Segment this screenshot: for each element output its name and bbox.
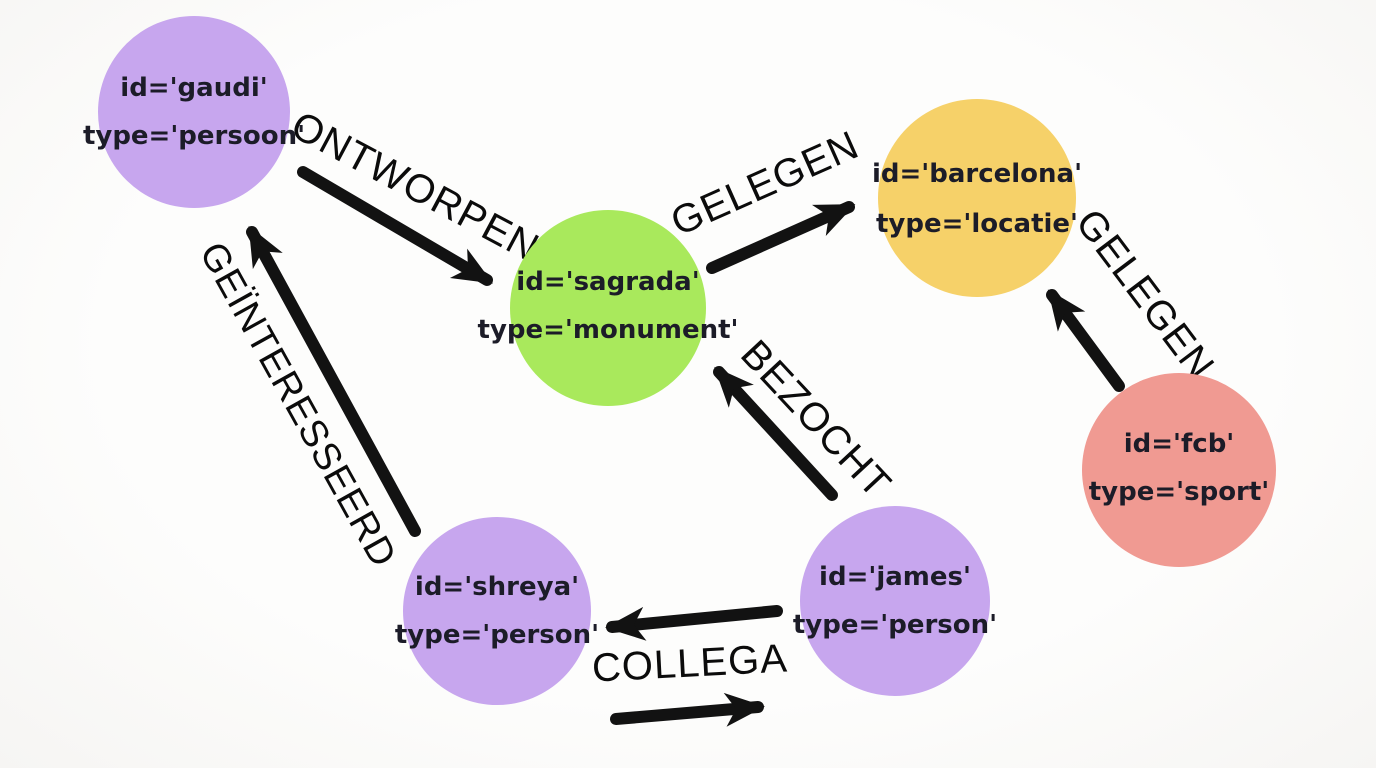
edge-collega-label: COLLEGA — [591, 636, 789, 690]
node-fcb: id='fcb' type='sport' — [1082, 373, 1276, 567]
edge-bezocht-arrow — [713, 366, 838, 501]
node-fcb-id: id='fcb' — [1124, 429, 1235, 459]
edge-gelegen-sagrada-barcelona: GELEGEN — [665, 123, 866, 274]
node-sagrada: id='sagrada' type='monument' — [478, 210, 739, 406]
edge-gelegen-1-label: GELEGEN — [665, 123, 866, 245]
edge-geinteresseerd-label: GEÏNTERESSEERD — [191, 235, 404, 574]
node-gaudi-type: type='persoon' — [83, 121, 305, 151]
node-sagrada-circle — [510, 210, 706, 406]
node-shreya-circle — [403, 517, 591, 705]
node-gaudi-circle — [98, 16, 290, 208]
edge-gelegen-1-arrow — [706, 201, 856, 274]
node-gaudi: id='gaudi' type='persoon' — [83, 16, 305, 208]
node-barcelona-id: id='barcelona' — [872, 159, 1082, 189]
edge-gelegen-2-arrow — [1046, 289, 1125, 392]
node-gaudi-id: id='gaudi' — [120, 73, 267, 103]
node-shreya-id: id='shreya' — [415, 572, 579, 602]
node-shreya-type: type='person' — [395, 620, 599, 650]
node-sagrada-id: id='sagrada' — [516, 267, 699, 297]
node-james-type: type='person' — [793, 610, 997, 640]
edge-gelegen-2-label: GELEGEN — [1067, 201, 1223, 388]
edge-geinteresseerd-arrow — [246, 225, 421, 537]
node-sagrada-type: type='monument' — [478, 315, 739, 345]
edge-geinteresseerd: GEÏNTERESSEERD — [191, 225, 421, 575]
edge-collega: COLLEGA — [591, 605, 789, 727]
node-barcelona-circle — [878, 99, 1076, 297]
node-fcb-type: type='sport' — [1089, 477, 1270, 507]
node-shreya: id='shreya' type='person' — [395, 517, 599, 705]
node-james-id: id='james' — [819, 562, 971, 592]
edge-bezocht: BEZOCHT — [713, 332, 899, 507]
node-barcelona: id='barcelona' type='locatie' — [872, 99, 1082, 297]
node-fcb-circle — [1082, 373, 1276, 567]
node-james: id='james' type='person' — [793, 506, 997, 696]
edge-collega-arrow-right — [610, 692, 765, 727]
edge-ontworpen: ONTWORPEN — [284, 103, 546, 286]
edge-collega-arrow-left — [605, 605, 783, 641]
node-james-circle — [800, 506, 990, 696]
edge-ontworpen-arrow — [297, 166, 494, 286]
node-barcelona-type: type='locatie' — [876, 209, 1078, 239]
